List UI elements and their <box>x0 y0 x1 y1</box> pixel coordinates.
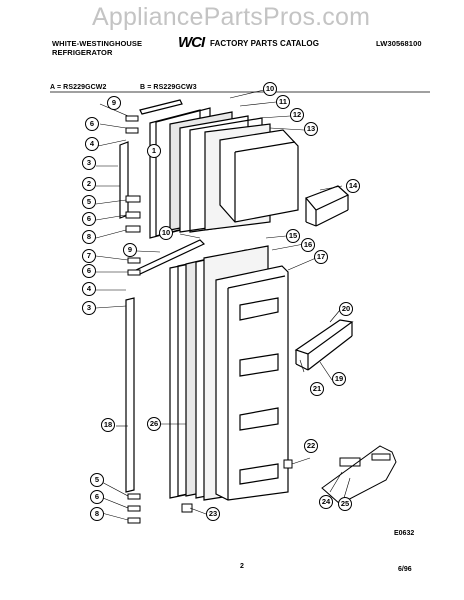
callout-15: 15 <box>286 229 300 243</box>
callout-8: 8 <box>82 230 96 244</box>
diagram-code: E0632 <box>394 530 415 537</box>
callout-12: 12 <box>290 108 304 122</box>
callout-24: 24 <box>319 495 333 509</box>
callout-2: 2 <box>82 177 96 191</box>
door-trim-strips <box>119 99 206 493</box>
callout-19: 19 <box>332 372 346 386</box>
callout-7: 7 <box>82 249 96 263</box>
hinge-parts <box>125 115 293 524</box>
catalog-number: LW30568100 <box>376 39 422 48</box>
callout-1: 1 <box>147 144 161 158</box>
watermark: AppliancePartsPros.com <box>92 3 371 31</box>
callout-6: 6 <box>85 117 99 131</box>
callout-13: 13 <box>304 122 318 136</box>
callout-25: 25 <box>338 497 352 511</box>
callout-4b: 4 <box>82 282 96 296</box>
detail-inset <box>321 445 397 505</box>
page-number: 2 <box>240 563 244 570</box>
callout-3b: 3 <box>82 301 96 315</box>
callout-10b: 10 <box>263 82 277 96</box>
model-a: A = RS229GCW2 <box>50 84 107 91</box>
callout-6b: 6 <box>82 212 96 226</box>
callout-10: 10 <box>159 226 173 240</box>
callout-5: 5 <box>82 195 96 209</box>
callout-9: 9 <box>107 96 121 110</box>
callout-3: 3 <box>82 156 96 170</box>
callout-8b: 8 <box>90 507 104 521</box>
callout-21: 21 <box>310 382 324 396</box>
callout-5b: 5 <box>90 473 104 487</box>
callout-4: 4 <box>85 137 99 151</box>
wci-logo: WCI <box>178 34 205 51</box>
callout-18: 18 <box>101 418 115 432</box>
callout-22: 22 <box>304 439 318 453</box>
callout-17: 17 <box>314 250 328 264</box>
brand-name: WHITE-WESTINGHOUSE <box>52 39 143 48</box>
freezer-door-assembly <box>149 107 350 239</box>
callout-14: 14 <box>346 179 360 193</box>
catalog-title: FACTORY PARTS CATALOG <box>210 39 320 48</box>
callout-20: 20 <box>339 302 353 316</box>
model-b: B = RS229GCW3 <box>140 84 197 91</box>
callout-16: 16 <box>301 238 315 252</box>
print-date: 6/96 <box>398 566 412 573</box>
leader-lines <box>95 89 351 521</box>
callout-6c: 6 <box>82 264 96 278</box>
fresh-food-door-assembly <box>169 245 354 501</box>
appliance-type: REFRIGERATOR <box>52 48 113 57</box>
callout-26: 26 <box>147 417 161 431</box>
callout-9b: 9 <box>123 243 137 257</box>
callout-23: 23 <box>206 507 220 521</box>
callout-6d: 6 <box>90 490 104 504</box>
callout-11: 11 <box>276 95 290 109</box>
